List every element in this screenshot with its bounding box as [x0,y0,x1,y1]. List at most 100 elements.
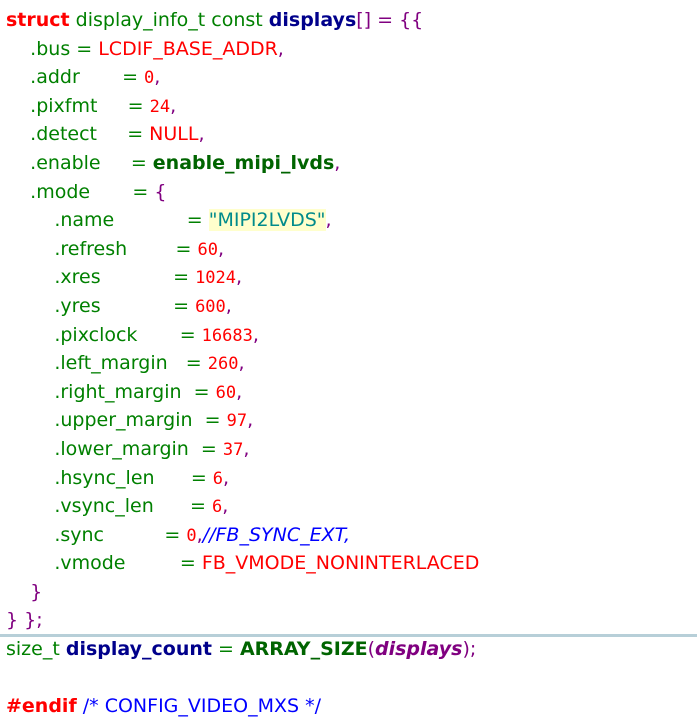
code-line-1: struct display_info_t const displays[] =… [0,6,697,35]
operator-assign: = [186,209,209,232]
pad [168,352,186,374]
indent [6,266,54,288]
indent [6,524,54,546]
code-line-21: } [0,578,697,607]
comma: , [154,66,161,89]
comma: , [247,409,254,432]
operator-assign: = [204,409,227,432]
code-line-15: .upper_margin = 97, [0,406,697,435]
value-sync: 0 [186,525,197,546]
comma: , [196,523,203,546]
field-upper-margin: .upper_margin [54,409,193,432]
value-refresh: 60 [197,239,218,260]
operator-assign: = [127,94,150,117]
pad [189,438,201,460]
code-line-12: .pixclock = 16683, [0,321,697,350]
field-yres: .yres [54,294,101,317]
type-display-info-t: display_info_t const [69,9,269,31]
comma: , [225,294,232,317]
indent [6,123,30,145]
code-line-13: .left_margin = 260, [0,349,697,378]
operator-assign: = [173,266,196,289]
operator-assign: = [179,552,202,575]
comma: , [238,352,245,375]
code-line-9: .refresh = 60, [0,235,697,264]
code-line-19: .sync = 0,//FB_SYNC_EXT, [0,521,697,550]
code-line-3: .addr = 0, [0,63,697,92]
indent [6,438,54,460]
code-line-17: .hsync_len = 6, [0,464,697,493]
preprocessor-endif: #endif [6,695,77,718]
code-line-7: .mode = { [0,178,697,207]
code-line-11: .yres = 600, [0,292,697,321]
pad [154,495,190,517]
comma: , [223,466,230,489]
comma: , [236,266,243,289]
code-line-5: .detect = NULL, [0,120,697,149]
field-addr: .addr [30,66,80,89]
code-line-14: .right_margin = 60, [0,378,697,407]
macro-fb-vmode-noninterlaced: FB_VMODE_NONINTERLACED [201,552,480,575]
indent [6,238,54,260]
macro-lcdif-base-addr: LCDIF_BASE_ADDR [98,37,278,60]
comma: , [325,209,332,232]
macro-array-size: ARRAY_SIZE [239,638,368,661]
pad [137,324,179,346]
code-line-10: .xres = 1024, [0,263,697,292]
punct-semicolon: ; [469,638,477,661]
indent [6,495,54,517]
field-hsync-len: .hsync_len [54,466,155,489]
punct-array-open: [] = {{ [356,9,424,31]
operator-assign: = [173,294,196,317]
identifier-display-count: display_count [65,638,212,661]
string-mipi2lvds-highlighted: "MIPI2LVDS" [208,209,326,232]
value-pixclock: 16683 [201,325,253,346]
value-lower-margin: 37 [222,439,244,460]
indent [6,152,30,174]
code-line-20: .vmode = FB_VMODE_NONINTERLACED [0,549,697,578]
comment-config-video-mxs: /* CONFIG_VIDEO_MXS */ [82,695,321,718]
operator-assign: = [175,237,198,260]
identifier-displays: displays [268,9,357,31]
value-xres: 1024 [195,268,237,289]
field-right-margin: .right_margin [54,380,182,403]
operator-assign: = [127,123,150,146]
pad [101,266,173,288]
code-line-2: .bus = LCDIF_BASE_ADDR, [0,35,697,64]
code-line-18: .vsync_len = 6, [0,492,697,521]
pad [97,95,127,117]
blank-spacer [6,667,12,689]
value-right-margin: 60 [215,382,237,403]
indent [6,38,30,60]
indent [6,66,30,88]
value-yres: 600 [195,296,226,317]
operator-assign: = [164,523,187,546]
pad [101,295,173,317]
indent [6,295,54,317]
operator-assign: = [130,151,153,174]
field-vmode: .vmode [54,552,126,575]
argument-displays: displays [375,638,463,661]
field-xres: .xres [54,266,101,289]
value-addr: 0 [144,68,155,89]
code-line-23: size_t display_count = ARRAY_SIZE(displa… [0,635,697,664]
function-enable-mipi-lvds: enable_mipi_lvds [152,151,335,174]
pad [193,409,205,431]
operator-assign: = [190,495,212,518]
field-sync: .sync [54,523,104,546]
code-line-25: #endif /* CONFIG_VIDEO_MXS */ [0,692,697,721]
field-enable: .enable [30,151,101,174]
comma: , [170,94,177,117]
comma: , [217,237,224,260]
comma: , [277,37,284,60]
indent [6,181,30,203]
indent [6,209,54,231]
comma: , [334,151,341,174]
pad [127,238,175,260]
code-line-4: .pixfmt = 24, [0,92,697,121]
code-line-16: .lower_margin = 37, [0,435,697,464]
operator-assign: = [193,380,216,403]
code-line-6: .enable = enable_mipi_lvds, [0,149,697,178]
field-mode: .mode [30,180,91,203]
comma: , [243,437,250,460]
